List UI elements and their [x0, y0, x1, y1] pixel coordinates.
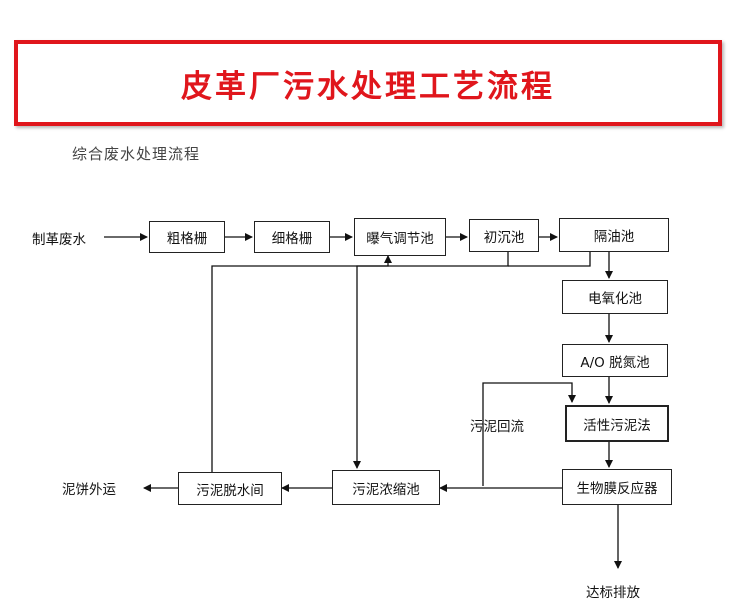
diagram-title: 皮革厂污水处理工艺流程: [181, 68, 555, 105]
edge-sludge-return: [482, 382, 576, 486]
node-biofilm-reactor: 生物膜反应器: [562, 469, 672, 505]
sludge-out-label: 泥饼外运: [62, 482, 116, 498]
edge-primary-sludge-to-thickener: [353, 252, 509, 469]
node-coarse-screen: 粗格栅: [149, 221, 225, 253]
node-oil-separator: 隔油池: [559, 218, 669, 252]
node-ao-denitrification: A/O 脱氮池: [562, 344, 668, 377]
node-primary-settling: 初沉池: [469, 219, 539, 252]
input-label: 制革废水: [32, 232, 86, 248]
title-banner: 皮革厂污水处理工艺流程: [14, 40, 722, 126]
node-fine-screen: 细格栅: [254, 221, 330, 253]
edge-dewatering-filtrate-return: [211, 255, 392, 472]
node-aeration-tank: 曝气调节池: [354, 218, 446, 256]
node-activated-sludge: 活性污泥法: [565, 405, 669, 442]
edge-oil-sludge-to-thickener: [508, 252, 591, 267]
node-electro-oxidation: 电氧化池: [562, 280, 668, 314]
node-sludge-dewatering: 污泥脱水间: [178, 472, 282, 505]
node-sludge-thickener: 污泥浓缩池: [332, 470, 440, 505]
discharge-label: 达标排放: [586, 585, 640, 601]
sludge-return-label: 污泥回流: [470, 419, 524, 435]
diagram-subtitle: 综合废水处理流程: [72, 145, 201, 163]
